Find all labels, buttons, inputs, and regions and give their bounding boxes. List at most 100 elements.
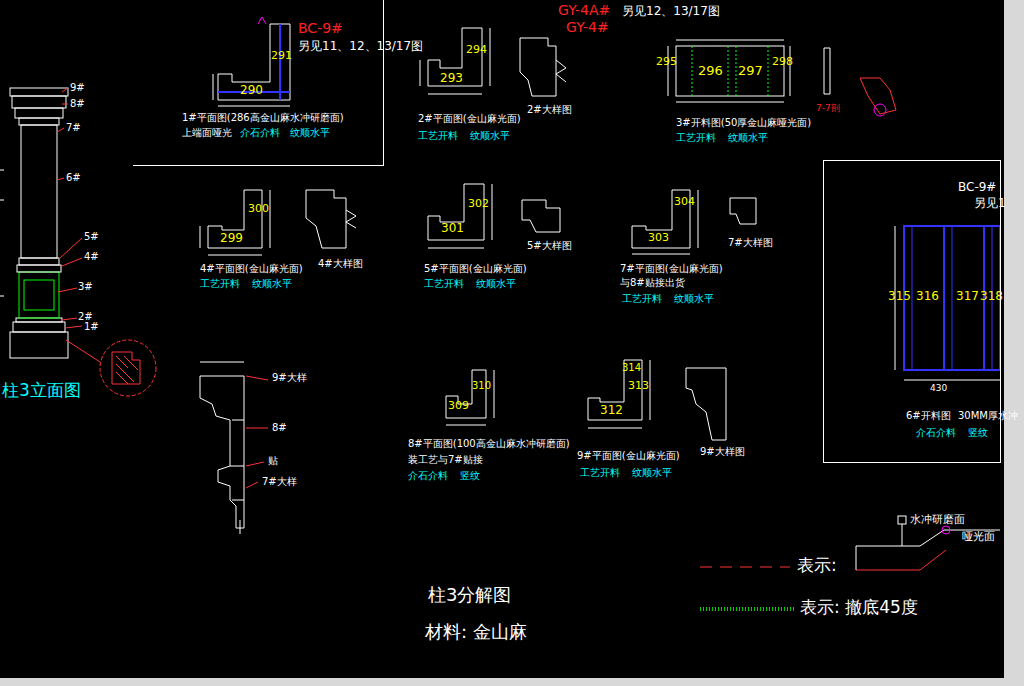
dimension-number: 290 xyxy=(240,84,263,97)
frame-code: BC-9# xyxy=(298,21,343,36)
dimension-number: 302 xyxy=(468,198,489,210)
legend-text: 表示: xyxy=(797,556,837,575)
callout-text: 另见12、13/17图 xyxy=(622,5,720,18)
dimension-number: 295 xyxy=(656,56,677,68)
callout-text: 2# xyxy=(78,311,93,322)
process-note: 工艺开料 xyxy=(200,278,240,289)
dimension-number: 293 xyxy=(440,72,463,85)
process-note: 纹顺水平 xyxy=(290,127,330,138)
drawing-frame: BC-9#另见1 xyxy=(823,160,1001,463)
plan-8 xyxy=(446,370,494,425)
callout-text: 5#大样图 xyxy=(527,240,572,251)
callout-text: 7#平面图(金山麻光面) xyxy=(620,263,723,274)
dimension-number: 299 xyxy=(220,232,243,245)
legend-sample-line xyxy=(700,567,790,568)
dimension-number: 309 xyxy=(448,400,469,412)
callout-text: 5#平面图(金山麻光面) xyxy=(424,263,527,274)
leader-lines xyxy=(57,88,100,362)
dimension-number: 310 xyxy=(472,380,491,391)
dimension-number: 291 xyxy=(271,50,292,62)
callout-text: 2#大样图 xyxy=(527,104,572,115)
callout-text: 3#开料图(50厚金山麻哑光面) xyxy=(676,117,811,128)
frame-code: BC-9# xyxy=(958,181,996,194)
plan-5 xyxy=(428,184,492,248)
process-note: 纹顺水平 xyxy=(470,130,510,141)
plan-2 xyxy=(420,28,490,94)
break-line xyxy=(346,210,356,228)
process-note: 竖纹 xyxy=(968,427,988,438)
callout-text: 水冲研磨面 xyxy=(910,514,965,526)
drawing-code: GY-4# xyxy=(566,20,609,35)
frame-reference: 另见11、12、13/17图 xyxy=(298,40,423,53)
dimension-number: 316 xyxy=(916,290,939,303)
callout-text: 8# xyxy=(272,422,287,433)
profile-2 xyxy=(520,38,556,96)
dimension-number: 298 xyxy=(772,56,793,68)
process-note: 工艺开料 xyxy=(580,467,620,478)
callout-text: 贴 xyxy=(268,455,278,466)
scrollbar xyxy=(1004,0,1024,686)
profile-9 xyxy=(686,368,726,440)
detail-circle xyxy=(100,340,156,396)
callout-text: 哑光面 xyxy=(962,531,995,543)
process-note: 工艺开料 xyxy=(418,130,458,141)
profile-7 xyxy=(730,198,756,224)
process-note: 工艺开料 xyxy=(424,278,464,289)
dimension-number: 313 xyxy=(628,380,649,392)
plan-9 xyxy=(588,360,650,428)
callout-text: 9#平面图(金山麻光面) xyxy=(577,450,680,461)
callout-text: 1# xyxy=(84,321,99,332)
callout-text: 3# xyxy=(78,281,93,292)
callout-text: 430 xyxy=(930,384,947,394)
process-note: 工艺开料 xyxy=(622,293,662,304)
dimension-number: 301 xyxy=(441,222,464,235)
dimension-number: 315 xyxy=(888,290,911,303)
drawing-frame: BC-9#另见11、12、13/17图 xyxy=(133,0,384,166)
process-note: 纹顺水平 xyxy=(476,278,516,289)
callout-text: 9#大样 xyxy=(272,372,307,383)
callout-text: 1#平面图(286高金山麻水冲研磨面) xyxy=(182,112,344,123)
callout-text: 5# xyxy=(84,231,99,242)
callout-text: 9#大样图 xyxy=(700,446,745,457)
frame-reference: 另见1 xyxy=(974,197,1006,210)
callout-text: 7# xyxy=(66,122,81,133)
callout-text: 材料: 金山麻 xyxy=(425,622,527,642)
process-note: 竖纹 xyxy=(460,470,480,481)
dimension-number: 312 xyxy=(600,404,623,417)
dimension-number: 296 xyxy=(698,64,723,78)
plan-3 xyxy=(668,40,790,102)
dimension-number: 304 xyxy=(674,196,695,208)
process-note: 介石介料 xyxy=(408,470,448,481)
legend-sample-hatch xyxy=(700,607,795,611)
callout-text: 4# xyxy=(84,251,99,262)
profile-4 xyxy=(306,190,346,248)
callout-text: 与8#贴接出货 xyxy=(620,277,685,288)
drawing-code: 7-7剖 xyxy=(816,104,840,114)
scrollbar xyxy=(0,678,1004,686)
dimension-number: 300 xyxy=(248,203,269,215)
dimension-number: 314 xyxy=(622,362,641,373)
column-elevation xyxy=(0,88,68,358)
callout-text: 8#平面图(100高金山麻水冲研磨面) xyxy=(408,438,570,449)
dimension-number: 294 xyxy=(466,44,487,56)
process-note: 介石介料 xyxy=(240,127,280,138)
process-note: 柱3立面图 xyxy=(2,381,81,400)
callout-text: 6# xyxy=(66,172,81,183)
callout-text: 7#大样图 xyxy=(728,237,773,248)
callout-text: 7#大样 xyxy=(262,476,297,487)
drawing-code: GY-4A# xyxy=(558,3,610,18)
dimension-number: 303 xyxy=(648,232,669,244)
callout-text: 6#开料图 xyxy=(906,410,951,421)
callout-text: 9# xyxy=(70,82,85,93)
legend-text: 表示: 撤底45度 xyxy=(800,598,918,617)
profile-5 xyxy=(522,200,560,232)
callout-text: 上端面哑光 xyxy=(182,127,232,138)
callout-text: 装工艺与7#贴接 xyxy=(408,454,483,465)
break-line xyxy=(556,60,566,82)
callout-text: 2#平面图(金山麻光面) xyxy=(418,113,521,124)
exploded-profile xyxy=(200,362,268,534)
dimension-number: 318 xyxy=(980,290,1003,303)
